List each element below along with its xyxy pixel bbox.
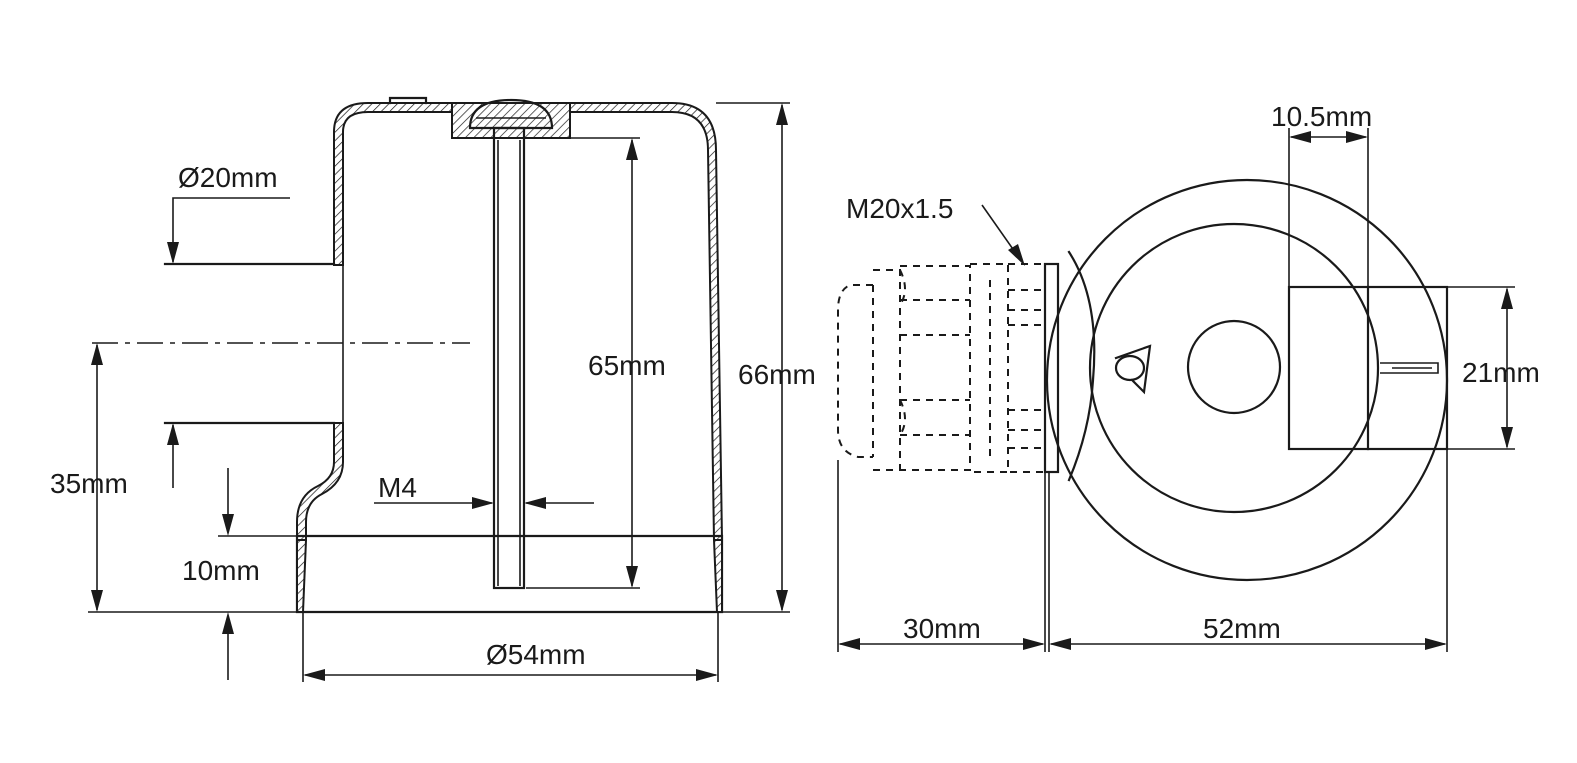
gland-thread-label: M20x1.5 — [846, 193, 953, 224]
top-view — [1043, 178, 1449, 582]
side-section-view — [92, 96, 724, 614]
screw-head — [468, 98, 554, 130]
slot-height-label: 21mm — [1462, 357, 1540, 388]
hole-height-label: 35mm — [50, 468, 128, 499]
screw-pocket — [451, 102, 571, 139]
base-ring — [295, 534, 724, 614]
bolt-shaft — [492, 126, 526, 590]
gland-length-label: 30mm — [903, 613, 981, 644]
cap-inner-circle — [1088, 222, 1380, 514]
base-height-label: 10mm — [182, 555, 260, 586]
base-diameter-label: Ø54mm — [486, 639, 586, 670]
cap-outer-circle — [1045, 178, 1449, 582]
top-view-dimensions: M20x1.5 30mm 52mm 10.5mm 21mm — [837, 101, 1540, 652]
base-ring-left-wall — [296, 539, 308, 613]
side-view-dimensions: Ø20mm 35mm 10mm M4 65mm 66mm — [50, 102, 816, 682]
slot-width-label: 10.5mm — [1271, 101, 1372, 132]
center-boss-circle — [1186, 319, 1282, 415]
total-height-label: 66mm — [738, 359, 816, 390]
bolt-length-label: 65mm — [588, 350, 666, 381]
cable-gland-hidden — [837, 263, 1046, 473]
gland-flange — [1043, 262, 1060, 474]
base-ring-right-wall — [712, 539, 723, 613]
bolt-size-label: M4 — [378, 472, 417, 503]
brand-logo-icon — [1114, 344, 1152, 395]
top-notch — [388, 96, 428, 105]
cap-shell-lower-wall — [296, 422, 344, 541]
cap-diameter-label: 52mm — [1203, 613, 1281, 644]
hole-diameter-label: Ø20mm — [178, 162, 278, 193]
